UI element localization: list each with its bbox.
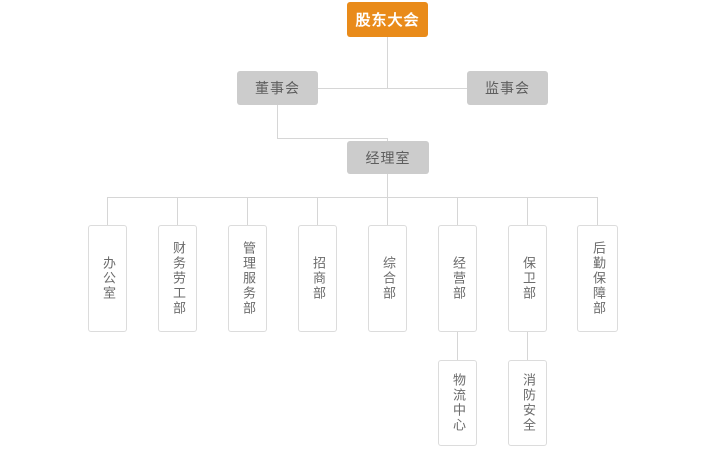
department-label: 经营部 [450,256,465,301]
connector-drop-subdept-1 [457,332,458,360]
node-department-office[interactable]: 办公室 [88,225,127,332]
department-label: 后勤保障部 [590,241,605,316]
department-label: 综合部 [380,256,395,301]
subdepartment-label: 物流中心 [450,373,465,433]
connector-drop-dept-4 [317,197,318,225]
subdepartment-label: 消防安全 [520,373,535,433]
department-label: 财务劳工部 [170,241,185,316]
node-department-management-service[interactable]: 管理服务部 [228,225,267,332]
connector-manager-down [387,174,388,197]
node-department-operations[interactable]: 经营部 [438,225,477,332]
connector-department-bus [107,197,597,198]
department-label: 办公室 [100,256,115,301]
node-department-general[interactable]: 综合部 [368,225,407,332]
connector-drop-subdept-2 [527,332,528,360]
connector-board-down [277,105,278,138]
connector-root-down [387,37,388,88]
node-board-of-directors[interactable]: 董事会 [237,71,318,105]
department-label: 招商部 [310,256,325,301]
node-department-investment[interactable]: 招商部 [298,225,337,332]
connector-level2-bus [318,88,467,89]
node-board-of-supervisors[interactable]: 监事会 [467,71,548,105]
connector-board-to-manager [277,138,387,139]
department-label: 管理服务部 [240,241,255,316]
connector-drop-dept-8 [597,197,598,225]
node-subdepartment-logistics-center[interactable]: 物流中心 [438,360,477,446]
connector-drop-dept-2 [177,197,178,225]
node-department-finance-labor[interactable]: 财务劳工部 [158,225,197,332]
connector-drop-dept-7 [527,197,528,225]
connector-drop-dept-6 [457,197,458,225]
department-label: 保卫部 [520,256,535,301]
connector-drop-dept-1 [107,197,108,225]
node-department-logistics-support[interactable]: 后勤保障部 [577,225,618,332]
node-subdepartment-fire-safety[interactable]: 消防安全 [508,360,547,446]
connector-drop-dept-3 [247,197,248,225]
node-shareholders-meeting[interactable]: 股东大会 [347,2,428,37]
node-department-security[interactable]: 保卫部 [508,225,547,332]
connector-manager-stub-up [387,138,388,141]
connector-drop-dept-5 [387,197,388,225]
node-manager-office[interactable]: 经理室 [347,141,429,174]
